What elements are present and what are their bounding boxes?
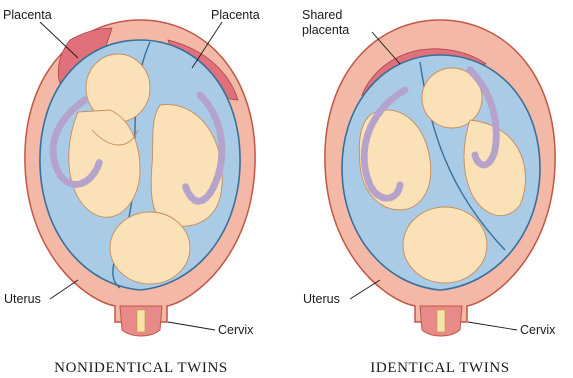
label-uterus: Uterus	[4, 292, 41, 306]
label-shared-placenta-line2: placenta	[302, 23, 349, 37]
label-cervix: Cervix	[520, 323, 556, 337]
label-uterus: Uterus	[303, 292, 340, 306]
caption-nonidentical-twins: NONIDENTICAL TWINS	[54, 360, 228, 376]
label-shared-placenta-line1: Shared	[302, 8, 342, 22]
identical-twins-panel: Shared placenta Uterus Cervix IDENTICAL …	[302, 8, 556, 376]
nonidentical-twins-panel: Placenta Placenta Uterus Cervix NONIDENT…	[3, 8, 260, 376]
label-cervix: Cervix	[218, 323, 254, 337]
label-placenta-left: Placenta	[3, 8, 52, 22]
caption-identical-twins: IDENTICAL TWINS	[370, 360, 509, 376]
label-placenta-right: Placenta	[211, 8, 260, 22]
